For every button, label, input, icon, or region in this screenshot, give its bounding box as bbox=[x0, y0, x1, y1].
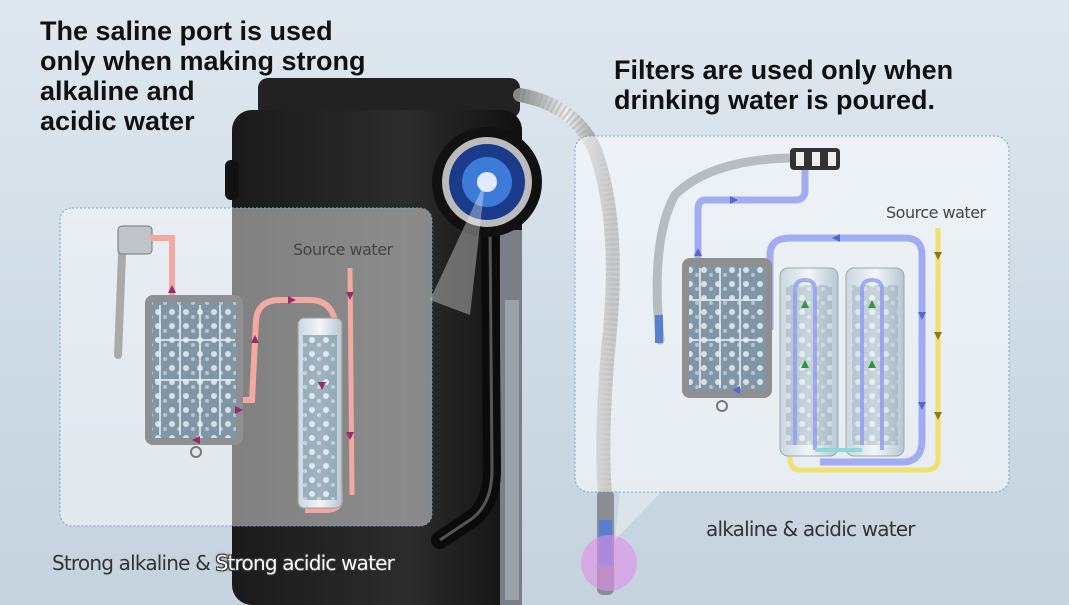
control-dial-icon bbox=[432, 127, 542, 237]
headline-line: Filters are used only when bbox=[614, 55, 954, 85]
source-water-label-left: Source water bbox=[293, 240, 393, 259]
saline-port-headline: The saline port is used only when making… bbox=[40, 16, 366, 136]
callout-pointer-right bbox=[615, 490, 663, 540]
left-caption: Strong alkaline & Strong acidic water bbox=[52, 551, 395, 575]
right-caption: alkaline & acidic water bbox=[706, 517, 916, 541]
caption-strong-alkaline: Strong alkaline & bbox=[52, 551, 216, 575]
callout-pointer-left bbox=[430, 182, 485, 315]
headline-line: alkaline and bbox=[40, 76, 195, 106]
filters-headline: Filters are used only when drinking wate… bbox=[614, 55, 953, 115]
nozzle-highlight bbox=[581, 535, 637, 591]
headline-line: only when making strong bbox=[40, 46, 366, 76]
right-flow-diagram bbox=[652, 148, 942, 473]
headline-line: drinking water is poured. bbox=[614, 85, 936, 115]
headline-line: acidic water bbox=[40, 106, 195, 136]
left-flow-diagram bbox=[114, 225, 355, 513]
headline-line: The saline port is used bbox=[40, 16, 333, 46]
caption-strong-acidic: Strong acidic water bbox=[215, 551, 395, 575]
source-water-label-right: Source water bbox=[886, 203, 986, 222]
